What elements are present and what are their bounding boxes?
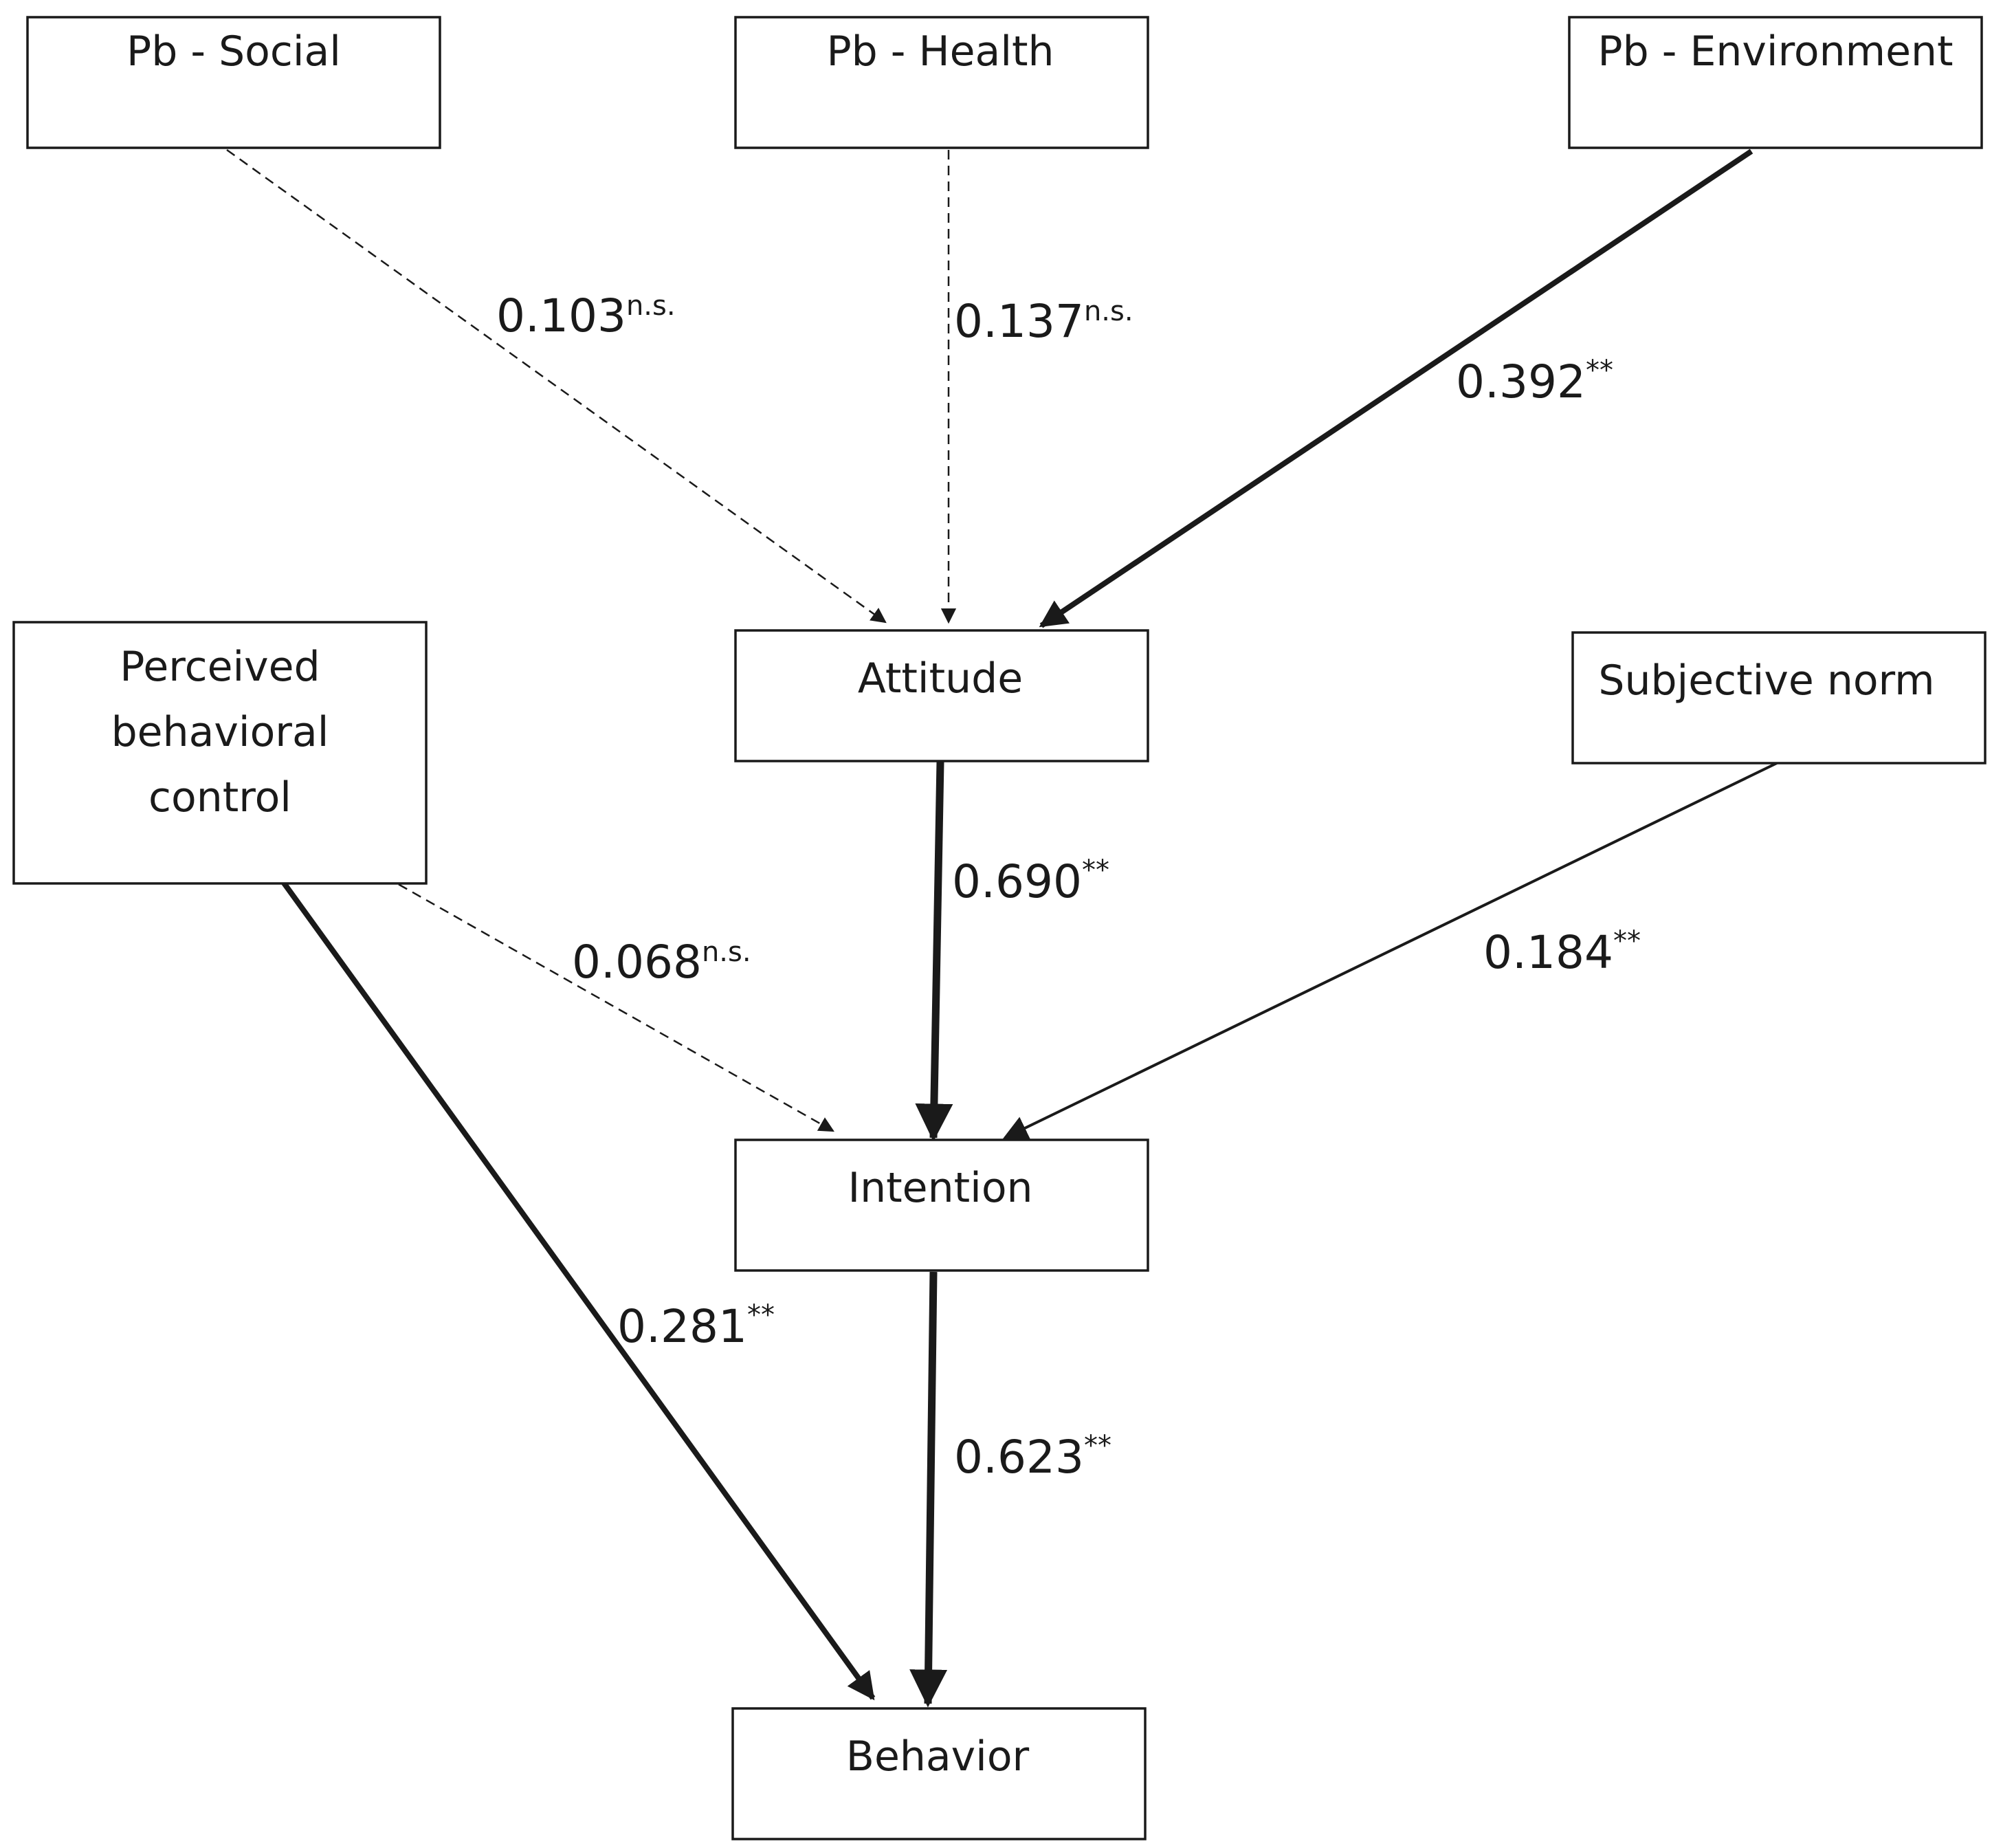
node-attitude: Attitude (734, 629, 1149, 762)
coef-intention-behavior: 0.623** (954, 1430, 1111, 1484)
node-intention: Intention (734, 1138, 1149, 1272)
coef-pbc-behavior: 0.281** (617, 1299, 775, 1353)
node-pb-environment: Pb - Environment (1568, 16, 1983, 149)
node-label-line: Perceived (120, 643, 320, 691)
coef-health-attitude: 0.137n.s. (954, 295, 1133, 348)
coef-pbc-intention: 0.068n.s. (572, 936, 751, 989)
coef-social-attitude: 0.103n.s. (496, 289, 676, 342)
path-pbc-behavior (280, 880, 876, 1701)
coefficient-labels: 0.103n.s. 0.137n.s. 0.392** 0.690** 0.18… (496, 289, 1641, 1484)
node-label: Subjective norm (1598, 657, 1934, 705)
node-subjective-norm: Subjective norm (1571, 631, 1987, 764)
node-label-line: control (148, 773, 291, 822)
node-perceived-behavioral-control: Perceived behavioral control (12, 621, 428, 885)
node-label: Pb - Social (126, 28, 341, 76)
path-norm-intention (1002, 762, 1778, 1140)
paths (226, 148, 1778, 1708)
node-label: Pb - Environment (1597, 28, 1953, 76)
node-pb-health: Pb - Health (734, 16, 1149, 149)
path-pbc-intention (384, 875, 834, 1132)
node-label-line: behavioral (111, 708, 329, 756)
node-label: Pb - Health (826, 28, 1054, 76)
coef-environment-attitude: 0.392** (1456, 355, 1613, 408)
path-intention-behavior (909, 1271, 948, 1708)
node-pb-social: Pb - Social (26, 16, 441, 149)
path-social-attitude (226, 148, 887, 624)
node-behavior: Behavior (731, 1707, 1147, 1840)
node-label: Intention (848, 1164, 1032, 1212)
coef-norm-intention: 0.184** (1483, 925, 1641, 979)
path-environment-attitude (1039, 148, 1753, 628)
path-attitude-intention (915, 761, 953, 1142)
coef-attitude-intention: 0.690** (952, 855, 1109, 908)
node-label: Attitude (858, 654, 1023, 703)
node-label: Behavior (846, 1732, 1030, 1781)
